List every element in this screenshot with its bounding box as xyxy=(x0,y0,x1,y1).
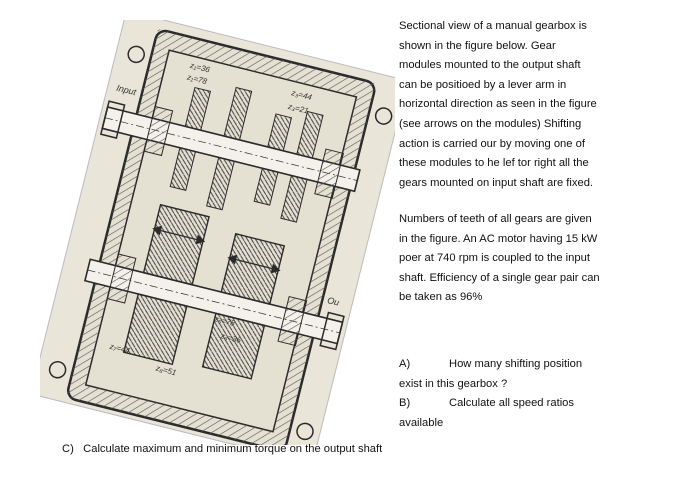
gearbox-sectional-drawing: Input Ou z₁=36 z₁=78 z₃=44 z₃=21 z₅=78 z… xyxy=(30,10,409,465)
question-a-label: A) xyxy=(399,358,411,370)
text-line: these modules to he lef tor right all th… xyxy=(399,157,589,170)
gear-z2 xyxy=(223,86,253,141)
text-line: shaft. Efficiency of a single gear pair … xyxy=(399,271,600,284)
bearing xyxy=(106,253,137,304)
question-a: A) How many shifting position xyxy=(399,355,649,375)
bolt-hole-icon xyxy=(296,422,314,441)
question-b-text: Calculate all speed ratios xyxy=(449,397,574,410)
question-b-continued: available xyxy=(399,416,444,429)
text-line: Numbers of teeth of all gears are given xyxy=(399,213,592,225)
sliding-module-right xyxy=(220,232,286,305)
bolt-hole-icon xyxy=(127,45,145,64)
housing-bottom-wall xyxy=(66,381,289,453)
bearing xyxy=(143,105,174,157)
description-paragraph: Sectional view of a manual gearbox is sh… xyxy=(399,17,639,193)
input-coupling xyxy=(99,100,126,139)
question-c-text: Calculate maximum and minimum torque on … xyxy=(83,443,383,455)
question-b-label: B) xyxy=(399,397,411,410)
text-line: Sectional view of a manual gearbox is xyxy=(399,20,587,32)
sliding-module-left xyxy=(142,203,210,286)
question-c: C) Calculate maximum and minimum torque … xyxy=(62,440,482,460)
text-line: can be positioed by a lever arm in xyxy=(399,78,567,91)
gear-z3 xyxy=(267,113,293,152)
bolt-hole-icon xyxy=(374,107,393,125)
text-line: be taken as 96% xyxy=(399,291,483,304)
bolt-hole-icon xyxy=(48,360,67,379)
label-output: Ou xyxy=(326,295,340,308)
text-line: in the figure. An AC motor having 15 kW xyxy=(399,232,598,245)
text-line: gears mounted on input shaft are fixed. xyxy=(399,176,594,189)
text-line: shown in the figure below. Gear xyxy=(399,39,556,52)
question-b: B) Calculate all speed ratios xyxy=(399,394,649,414)
text-line: horizontal direction as seen in the figu… xyxy=(399,98,597,111)
text-line: modules mounted to the output shaft xyxy=(399,59,581,72)
bearing xyxy=(314,148,345,199)
question-a-continued: exist in this gearbox ? xyxy=(399,377,508,390)
output-coupling xyxy=(319,311,345,351)
question-c-label: C) xyxy=(62,443,74,455)
gearbox-figure: Input Ou z₁=36 z₁=78 z₃=44 z₃=21 z₅=78 z… xyxy=(30,10,409,465)
text-line: (see arrows on the modules) Shifting xyxy=(399,117,582,130)
text-line: action is carried our by moving one of xyxy=(399,137,585,150)
questions-block: A) How many shifting position exist in t… xyxy=(399,355,649,433)
gear-z4 xyxy=(296,110,324,159)
label-input: Input xyxy=(115,83,137,98)
given-data-paragraph: Numbers of teeth of all gears are given … xyxy=(399,210,639,308)
shift-arrows xyxy=(152,225,281,274)
text-line: poer at 740 rpm is coupled to the input xyxy=(399,252,590,265)
question-a-text: How many shifting position xyxy=(449,358,583,370)
gear-z1 xyxy=(184,86,212,131)
housing-top-wall xyxy=(153,28,377,101)
bearing xyxy=(277,295,308,347)
